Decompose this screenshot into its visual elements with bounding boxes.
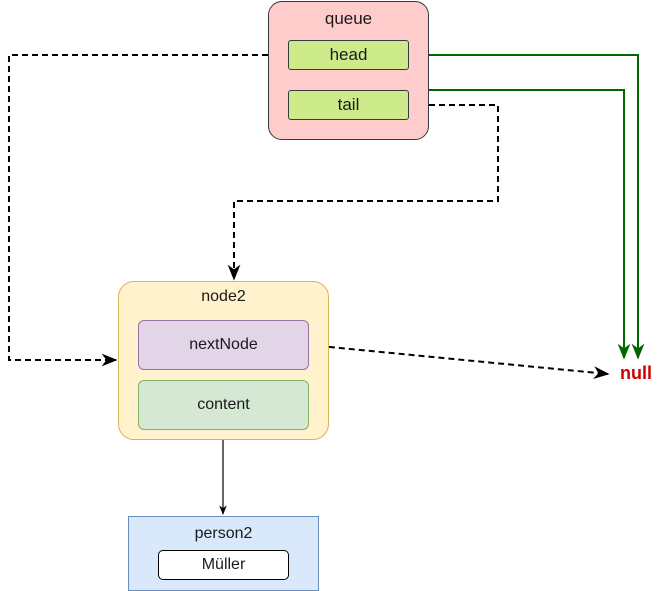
node2-title: node2 <box>201 288 246 305</box>
person2-name-field[interactable]: Müller <box>158 550 289 580</box>
tail-to-node2-edge <box>227 104 499 281</box>
head-to-null-edge <box>409 54 645 360</box>
queue-title: queue <box>324 9 373 28</box>
node2-content-field[interactable]: content <box>138 380 309 430</box>
nextnode-to-null-edge <box>308 344 610 379</box>
queue-head-field[interactable]: head <box>288 40 409 70</box>
person2-title: person2 <box>194 525 253 542</box>
null-label: null <box>620 363 652 383</box>
queue-tail-field[interactable]: tail <box>288 90 409 120</box>
head-to-node2-edge <box>8 54 288 367</box>
tail-to-null-edge <box>409 89 631 360</box>
node2-nextnode-field[interactable]: nextNode <box>138 320 309 370</box>
